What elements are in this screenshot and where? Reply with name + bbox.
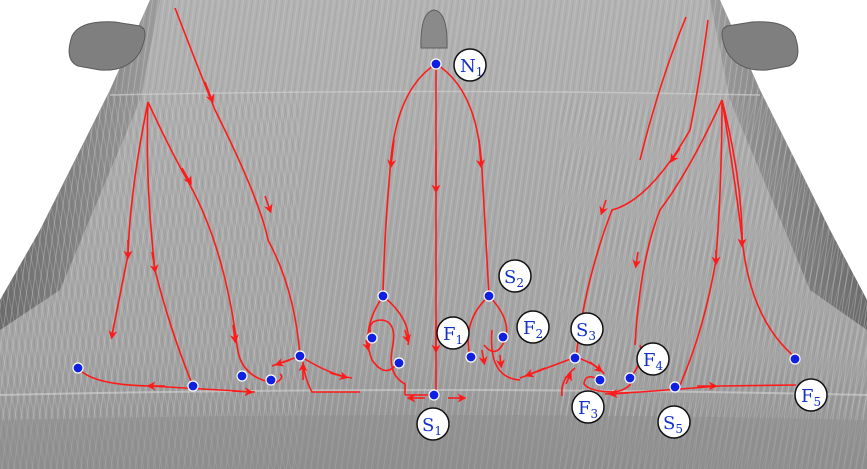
streamline-arrow <box>229 324 239 344</box>
point-S3 <box>569 352 581 364</box>
label-N1: N1 <box>453 48 487 82</box>
streamline <box>435 63 490 297</box>
streamline-arrow <box>274 358 291 367</box>
streamline-arrow <box>204 81 215 104</box>
streamline-arrow <box>402 329 411 344</box>
point-F2 <box>497 331 509 343</box>
streamline <box>467 295 490 358</box>
streamline-arrow <box>263 195 273 214</box>
streamline <box>583 375 633 393</box>
roof-antenna <box>420 9 448 49</box>
point-S5 <box>669 381 681 393</box>
point-N1 <box>430 58 442 70</box>
svg-text:F1: F1 <box>443 324 463 347</box>
left-mirror <box>68 21 146 71</box>
label-S2: S2 <box>498 259 532 293</box>
point-left-3 <box>393 357 405 369</box>
svg-text:F3: F3 <box>578 398 598 421</box>
svg-text:F5: F5 <box>801 386 821 409</box>
streamline <box>367 295 399 372</box>
label-F5: F5 <box>794 378 828 412</box>
point-left-6 <box>236 370 248 382</box>
point-left-1 <box>377 290 389 302</box>
svg-text:N1: N1 <box>460 56 483 79</box>
streamline-arrow <box>563 371 572 385</box>
label-F4: F4 <box>636 342 670 376</box>
point-F5 <box>789 353 801 365</box>
label-F1: F1 <box>436 316 470 350</box>
label-S3: S3 <box>570 312 604 346</box>
streamline <box>174 7 301 357</box>
right-texture <box>560 90 867 469</box>
streamline-arrow <box>524 367 546 378</box>
streamline-arrow <box>670 147 681 163</box>
streamline-arrow <box>476 139 486 169</box>
point-left-4 <box>294 350 306 362</box>
label-S5: S5 <box>657 405 691 439</box>
streamline-arrow <box>231 387 254 397</box>
streamline-arrow <box>149 251 159 274</box>
streamline-arrow <box>362 339 372 352</box>
streamline-arrow <box>589 361 603 373</box>
streamline <box>634 99 723 346</box>
streamline-arrow <box>181 167 192 186</box>
streamline <box>382 63 437 297</box>
label-F2: F2 <box>516 310 550 344</box>
bumper-shadow <box>0 415 867 469</box>
point-left-2 <box>366 332 378 344</box>
critical-points <box>72 58 801 401</box>
streamline-arrow <box>495 354 505 369</box>
streamline-arrow <box>108 323 118 340</box>
streamline-arrow <box>478 349 488 366</box>
label-F3: F3 <box>571 390 605 424</box>
streamlines <box>77 7 797 403</box>
streamline-arrow <box>387 139 397 169</box>
streamline-arrow <box>329 371 349 380</box>
point-S2 <box>483 290 495 302</box>
critical-point-labels: N1 S1 S2 S3 S5 F1 F2 F3 <box>416 48 828 441</box>
right-mirror <box>721 21 799 71</box>
streamline <box>147 101 283 384</box>
streamline-arrow <box>608 389 629 399</box>
streamline <box>721 99 743 239</box>
left-texture <box>0 90 300 469</box>
label-S1: S1 <box>416 407 450 441</box>
streamline-arrow <box>632 251 642 269</box>
streamline <box>639 16 687 161</box>
svg-text:S2: S2 <box>504 267 524 290</box>
svg-text:F4: F4 <box>643 350 664 373</box>
streamline <box>369 319 406 395</box>
streamline-arrow <box>599 199 608 216</box>
svg-text:S5: S5 <box>663 413 683 436</box>
svg-text:S3: S3 <box>576 320 596 343</box>
point-F1 <box>465 351 477 363</box>
point-left-8 <box>72 362 84 374</box>
point-S1 <box>428 389 440 401</box>
svg-text:S1: S1 <box>422 415 442 438</box>
point-left-5 <box>265 374 277 386</box>
streamline <box>575 19 709 358</box>
roof-edge-line <box>109 90 761 96</box>
point-F4 <box>624 372 636 384</box>
point-F3 <box>594 374 606 386</box>
svg-text:F2: F2 <box>523 318 543 341</box>
point-left-7 <box>187 380 199 392</box>
